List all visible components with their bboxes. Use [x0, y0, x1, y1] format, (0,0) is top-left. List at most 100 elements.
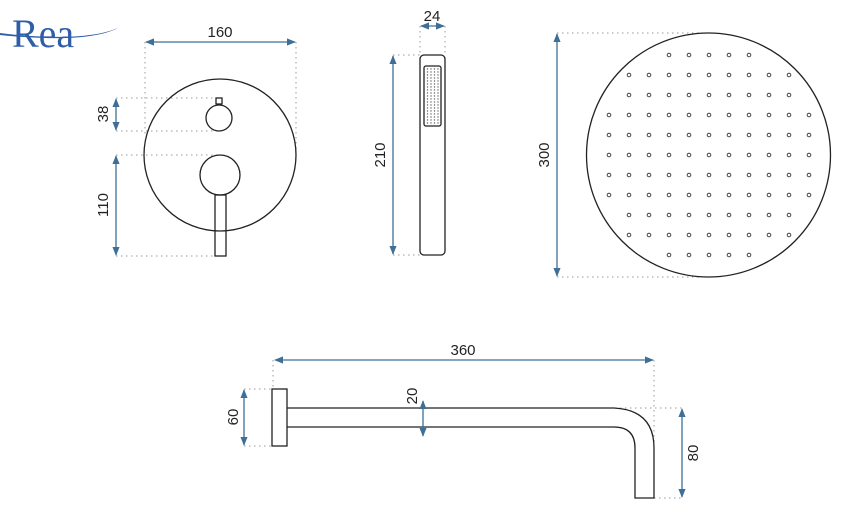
hand-shower-nozzle [426, 119, 429, 121]
hand-shower-nozzle [433, 89, 436, 91]
shower-hole [746, 212, 752, 218]
hand-shower-nozzle [426, 122, 429, 124]
diverter-knob [205, 104, 233, 132]
shower-hole [626, 152, 632, 158]
shower-hole [666, 92, 672, 98]
hand-shower-nozzle [426, 80, 429, 82]
shower-hole [686, 92, 692, 98]
shower-hole [706, 252, 712, 258]
shower-hole [726, 52, 732, 58]
hand-shower-nozzle [430, 80, 432, 82]
hand-shower-nozzle [433, 71, 436, 73]
hand-shower-nozzle [433, 122, 436, 124]
hand-shower-nozzle [430, 119, 432, 121]
shower-hole [626, 192, 632, 198]
shower-hole [686, 172, 692, 178]
brand-logo: Rea [0, 11, 118, 56]
dimension-label-20: 20 [404, 388, 421, 405]
hand-shower-nozzle [430, 107, 432, 109]
hand-shower-nozzle [437, 119, 439, 121]
shower-hole [626, 72, 632, 78]
shower-hole [786, 152, 792, 158]
shower-hole [706, 172, 712, 178]
hand-shower-nozzle [426, 101, 429, 103]
shower-hole [806, 132, 812, 138]
shower-hole [726, 192, 732, 198]
shower-hole [646, 72, 652, 78]
hand-shower-nozzle [433, 119, 436, 121]
hand-shower-nozzle [430, 95, 432, 97]
shower-hole [766, 172, 772, 178]
hand-shower-nozzle [430, 89, 432, 91]
hand-shower-nozzle [433, 77, 436, 79]
shower-hole [746, 132, 752, 138]
shower-hole [666, 232, 672, 238]
hand-shower-nozzle [426, 89, 429, 91]
hand-shower-nozzle [426, 92, 429, 94]
hand-shower-nozzle [426, 68, 429, 70]
diverter-pin [215, 97, 223, 105]
shower-hole [766, 152, 772, 158]
shower-hole [706, 152, 712, 158]
hand-shower-nozzle [430, 74, 432, 76]
shower-hole [766, 112, 772, 118]
shower-hole [686, 52, 692, 58]
shower-hole [646, 192, 652, 198]
hand-shower-nozzles [426, 68, 439, 124]
hand-shower-nozzle [430, 77, 432, 79]
shower-hole [666, 112, 672, 118]
shower-hole [626, 172, 632, 178]
shower-hole [646, 172, 652, 178]
shower-head-drawing: 300 [536, 32, 832, 278]
hand-shower-nozzle [437, 68, 439, 70]
hand-shower-nozzle [433, 86, 436, 88]
shower-hole [726, 72, 732, 78]
shower-head-holes [606, 52, 812, 258]
shower-hole [706, 112, 712, 118]
hand-shower-nozzle [426, 83, 429, 85]
shower-hole [606, 192, 612, 198]
shower-hole [726, 152, 732, 158]
dimension-label-360: 360 [450, 342, 475, 359]
shower-hole [666, 212, 672, 218]
hand-shower-nozzle [437, 101, 439, 103]
hand-shower-nozzle [433, 95, 436, 97]
shower-hole [666, 152, 672, 158]
shower-hole [806, 192, 812, 198]
dimension-label-300: 300 [536, 142, 553, 167]
hand-shower-nozzle [426, 71, 429, 73]
hand-shower-nozzle [426, 74, 429, 76]
shower-hole [746, 112, 752, 118]
hand-shower-nozzle [437, 107, 439, 109]
hand-shower-nozzle [426, 110, 429, 112]
shower-hole [626, 132, 632, 138]
logo-swoosh [0, 28, 118, 39]
shower-hole [626, 92, 632, 98]
shower-hole [726, 212, 732, 218]
hand-shower-nozzle [437, 89, 439, 91]
hand-shower-nozzle [437, 74, 439, 76]
dimension-label-110: 110 [95, 193, 112, 217]
hand-shower-nozzle [426, 98, 429, 100]
hand-shower-nozzle [426, 86, 429, 88]
hand-shower-nozzle [430, 71, 432, 73]
shower-hole [766, 212, 772, 218]
hand-shower-nozzle [430, 113, 432, 115]
shower-hole [706, 52, 712, 58]
hand-shower-nozzle [437, 122, 439, 124]
shower-arm-drawing: 360 60 20 80 [225, 342, 702, 499]
shower-hole [626, 232, 632, 238]
hand-shower-nozzle [437, 83, 439, 85]
shower-hole [686, 232, 692, 238]
hand-shower-nozzle [430, 83, 432, 85]
hand-shower-nozzle [433, 113, 436, 115]
shower-hole [806, 152, 812, 158]
hand-shower-nozzle [430, 92, 432, 94]
wall-flange [271, 388, 288, 447]
mixer-drawing: 160 38 110 [95, 24, 297, 257]
dimension-label-80: 80 [685, 445, 702, 462]
hand-shower-nozzle [437, 116, 439, 118]
hand-shower-nozzle [437, 113, 439, 115]
shower-hole [646, 132, 652, 138]
shower-hole [666, 132, 672, 138]
